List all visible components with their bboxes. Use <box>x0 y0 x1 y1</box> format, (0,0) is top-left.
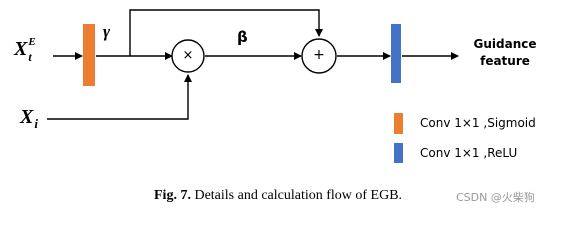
output-label: Guidance feature <box>465 36 545 70</box>
add-node <box>301 38 337 74</box>
legend-blue-label: Conv 1×1 ,ReLU <box>420 146 518 160</box>
xe-subscript: t <box>28 50 32 64</box>
gamma-label: γ <box>103 22 111 41</box>
legend-orange-swatch <box>394 113 403 134</box>
legend-blue-swatch <box>394 143 403 163</box>
beta-label: β <box>237 28 248 46</box>
arrow-skip-to-add <box>129 9 323 56</box>
xi-base: X <box>20 106 34 128</box>
output-label-line2: feature <box>480 54 530 68</box>
input-label-xe: X E t <box>14 36 37 64</box>
legend-orange-label: Conv 1×1 ,Sigmoid <box>420 116 536 130</box>
watermark: CSDN @火柴狗 <box>456 191 535 204</box>
caption-prefix: Fig. 7. <box>154 188 191 203</box>
input-label-xi: Xi <box>20 106 38 131</box>
diagram-connectors <box>47 9 459 120</box>
output-label-line1: Guidance <box>473 37 537 51</box>
arrow-xi-to-multiply <box>47 74 192 120</box>
xe-superscript: E <box>28 36 36 48</box>
multiply-node <box>171 39 205 73</box>
xe-base: X <box>14 38 28 60</box>
egb-diagram: X E t Xi γ β × + Guidance feature Conv 1… <box>14 9 545 205</box>
conv-sigmoid-block <box>83 24 95 86</box>
xi-subscript: i <box>34 116 38 131</box>
multiply-symbol: × <box>182 48 194 63</box>
add-symbol: + <box>313 47 325 63</box>
conv-relu-block <box>391 24 401 83</box>
figure-caption: Fig. 7. Details and calculation flow of … <box>154 187 402 205</box>
caption-text: Details and calculation flow of EGB. <box>194 188 403 203</box>
